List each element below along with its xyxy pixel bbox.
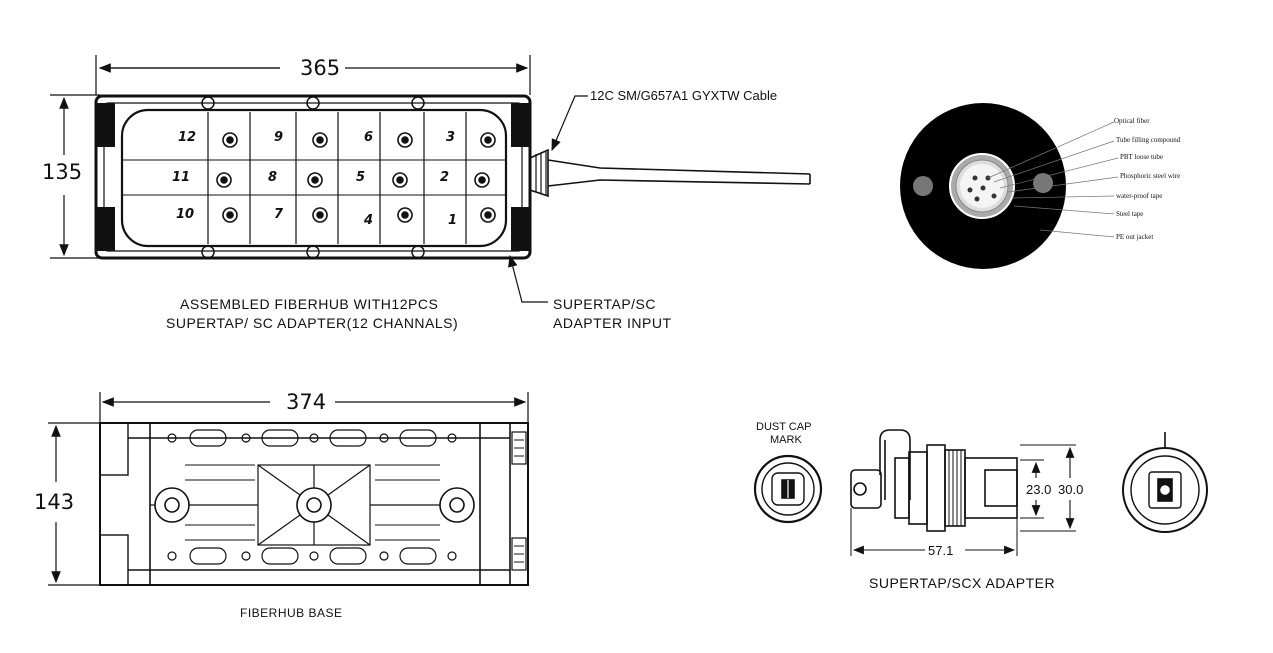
port-number: 9 [274, 130, 284, 145]
dimension-57: 57.1 [928, 543, 954, 558]
base-height-dimension: 143 [30, 490, 79, 514]
port-col-4 [474, 132, 496, 223]
section-label-optical-fiber: Optical fiber [1114, 117, 1150, 125]
port-number: 2 [440, 170, 450, 185]
section-label-steel-tape: Steel tape [1116, 210, 1144, 218]
dust-cap-label-line1: DUST CAP [756, 421, 812, 433]
supertap-adapter [753, 429, 1208, 556]
dimension-23: 23.0 [1026, 482, 1052, 497]
section-label-jacket: PE out jacket [1116, 233, 1154, 241]
section-label-waterproof: water-proof tape [1116, 192, 1163, 200]
port-number: 12 [178, 130, 197, 145]
dimension-30: 30.0 [1058, 482, 1084, 497]
fiberhub-caption-line1: ASSEMBLED FIBERHUB WITH12PCS [180, 296, 439, 312]
port-number: 5 [356, 170, 366, 185]
section-label-steel-wire: Phosphoric steel wire [1120, 172, 1181, 180]
port-number: 4 [364, 213, 374, 228]
section-label-filling: Tube filling compound [1116, 136, 1181, 144]
port-number: 6 [364, 130, 374, 145]
port-number: 11 [172, 170, 191, 185]
fiberhub-width-dimension: 365 [296, 56, 345, 80]
fiberhub-base [48, 392, 529, 586]
base-width-dimension: 374 [282, 390, 331, 414]
port-col-3 [392, 132, 413, 223]
port-number: 3 [446, 130, 456, 145]
cable-cross-section [900, 103, 1119, 269]
port-col-1 [216, 132, 238, 223]
fiberhub-assembly [50, 55, 811, 303]
port-number: 8 [268, 170, 278, 185]
section-label-loose-tube: PBT loose tube [1120, 153, 1164, 161]
dust-cap-label-line2: MARK [770, 434, 802, 446]
adapter-caption: SUPERTAP/SCX ADAPTER [869, 575, 1056, 591]
fiberhub-caption-line2: SUPERTAP/ SC ADAPTER(12 CHANNALS) [166, 315, 459, 331]
port-number: 10 [176, 207, 195, 222]
port-number: 7 [274, 207, 284, 222]
fiberhub-height-dimension: 135 [38, 160, 87, 184]
adapter-input-line1: SUPERTAP/SC [553, 296, 657, 312]
cable-label: 12C SM/G657A1 GYXTW Cable [590, 88, 778, 103]
base-caption: FIBERHUB BASE [240, 606, 343, 620]
port-number: 1 [448, 213, 458, 228]
port-col-2 [307, 132, 328, 223]
adapter-input-line2: ADAPTER INPUT [553, 315, 672, 331]
